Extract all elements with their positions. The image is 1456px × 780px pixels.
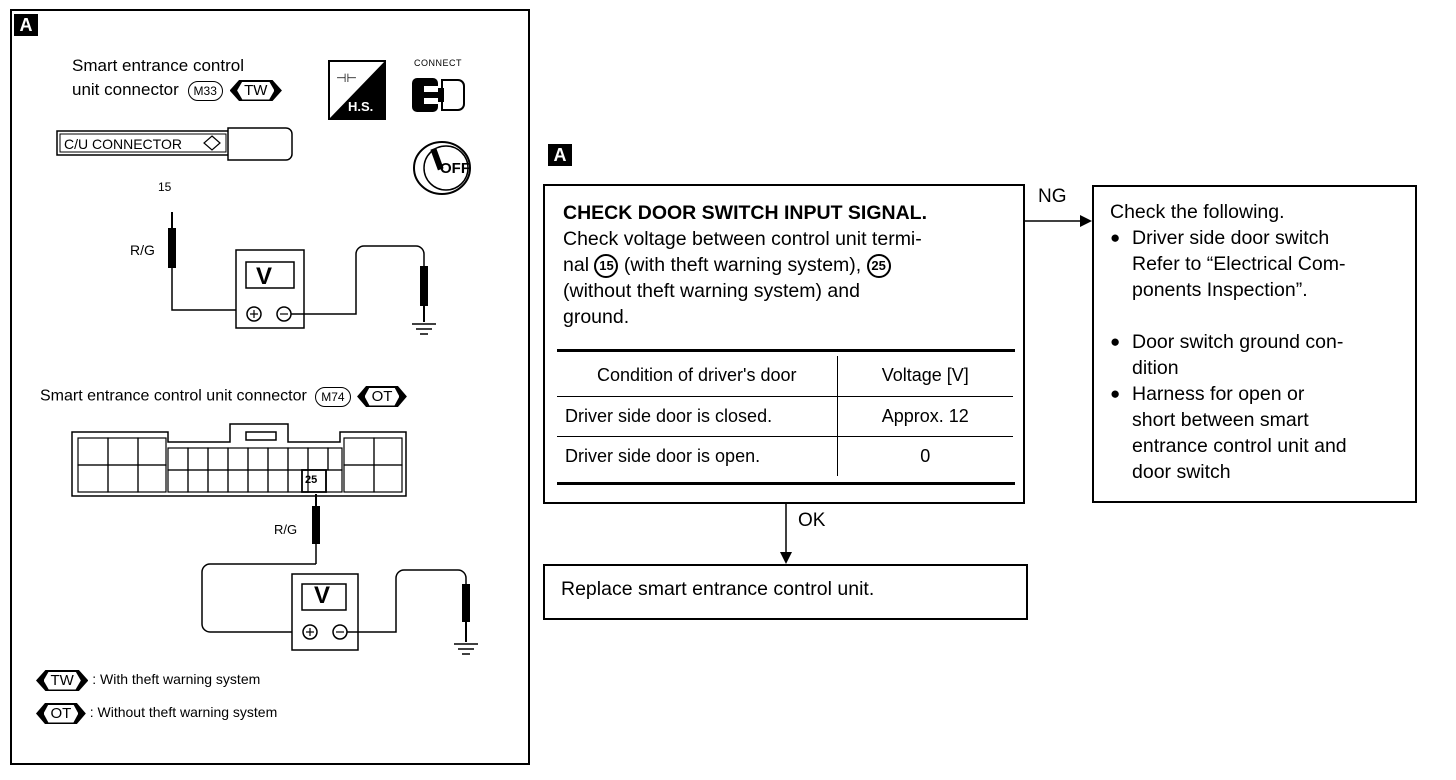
table-cell-condition: Driver side door is closed. <box>557 395 838 436</box>
list-item-line: short between smart <box>1132 409 1309 431</box>
ng-arrow <box>1024 215 1092 227</box>
ok-result-text: Replace smart entrance control unit. <box>561 578 875 600</box>
disconnect-connector-icon <box>412 78 465 112</box>
bottom-connector-label: Smart entrance control unit connector M7… <box>40 386 407 407</box>
list-item-line: entrance control unit and <box>1132 435 1347 457</box>
table-header-voltage: Voltage [V] <box>881 365 969 386</box>
svg-text:⊣⊢: ⊣⊢ <box>336 71 357 85</box>
list-item: Driver side door switch Refer to “Electr… <box>1110 225 1410 303</box>
list-item-line: ponents Inspection”. <box>1132 279 1308 301</box>
bottom-voltmeter-circuit <box>201 494 478 655</box>
connect-label: CONNECT <box>414 58 462 68</box>
legend-ot-text: : Without theft warning system <box>89 704 278 721</box>
ok-result-box: Replace smart entrance control unit. <box>543 564 1028 620</box>
check-step-box: CHECK DOOR SWITCH INPUT SIGNAL. Check vo… <box>543 184 1025 504</box>
top-connector-label-line1: Smart entrance control <box>72 56 244 75</box>
list-item-line: door switch <box>1132 461 1231 483</box>
table-row: Driver side door is open. 0 <box>557 435 1013 476</box>
bottom-meter-v-label: V <box>314 582 331 609</box>
wire-color-top: R/G <box>130 242 155 258</box>
table-top-rule <box>557 349 1015 352</box>
harness-side-icon: ⊣⊢ <box>328 60 386 120</box>
ot-tag-text: OT <box>364 387 400 406</box>
step-body-line2: nal 15 (with theft warning system), 25 <box>563 252 1013 278</box>
terminal-25-badge: 25 <box>866 253 891 278</box>
cu-connector-diagram <box>56 127 293 161</box>
list-item-line: Driver side door switch <box>1132 227 1330 249</box>
illustration-panel <box>10 9 530 765</box>
table-cell-voltage: Approx. 12 <box>837 395 1013 436</box>
ignition-off-label: OFF <box>440 160 470 177</box>
legend-ot-tag: OT <box>36 703 86 724</box>
ng-checklist: Driver side door switch Refer to “Electr… <box>1110 225 1410 485</box>
step-body-line3: (without theft warning system) and <box>563 280 860 302</box>
table-cell-condition: Driver side door is open. <box>557 435 838 476</box>
table-header-row: Condition of driver's door Voltage [V] <box>557 356 1013 396</box>
list-item: Harness for open or short between smart … <box>1110 381 1410 485</box>
legend-tw-tag: TW <box>36 670 89 691</box>
connector-code-m74: M74 <box>315 386 351 407</box>
list-item-line: dition <box>1132 357 1179 379</box>
hs-label: H.S. <box>348 99 374 114</box>
table-row: Driver side door is closed. Approx. 12 <box>557 395 1013 436</box>
ok-arrow <box>780 504 792 564</box>
step-body-line2-b: (with theft warning system), <box>623 254 862 276</box>
table-header-condition: Condition of driver's door <box>557 356 838 396</box>
bottom-connector-label-text: Smart entrance control unit connector <box>40 387 307 405</box>
ng-intro: Check the following. <box>1110 201 1285 223</box>
step-body: Check voltage between control unit termi… <box>563 226 1013 330</box>
top-connector-label-text: unit connector <box>72 80 179 99</box>
table-bottom-rule <box>557 482 1015 485</box>
ng-label: NG <box>1038 186 1067 207</box>
step-body-line1: Check voltage between control unit termi… <box>563 228 922 250</box>
ignition-off-icon <box>413 141 471 195</box>
terminal-15-badge: 15 <box>594 253 619 278</box>
wire-color-bottom: R/G <box>274 522 298 537</box>
ot-tag: OT <box>357 386 407 407</box>
legend-item-ot: OT : Without theft warning system <box>36 703 277 724</box>
bottom-connector-face <box>71 423 407 497</box>
tw-tag: TW <box>229 80 282 102</box>
table-cell-voltage: 0 <box>837 435 1013 476</box>
list-item-line: Door switch ground con- <box>1132 331 1344 353</box>
step-body-line2-a: nal <box>563 254 590 276</box>
flow-tag: A <box>548 144 572 166</box>
legend-tw-tag-text: TW <box>43 671 81 690</box>
panel-tag: A <box>14 14 38 36</box>
step-body-line4: ground. <box>563 306 630 328</box>
ok-label: OK <box>798 510 826 531</box>
cu-connector-label: C/U CONNECTOR <box>64 136 182 152</box>
ng-result-content: Check the following. Driver side door sw… <box>1110 199 1410 485</box>
condition-table: Condition of driver's door Voltage [V] D… <box>557 356 1013 476</box>
terminal-15-label: 15 <box>158 180 172 194</box>
tw-tag-text: TW <box>237 81 275 100</box>
top-voltmeter-circuit <box>168 212 436 335</box>
connector-code-m33: M33 <box>187 80 223 101</box>
terminal-25-label: 25 <box>305 474 318 486</box>
list-item-line: Harness for open or <box>1132 383 1305 405</box>
legend-item-tw: TW : With theft warning system <box>36 670 260 691</box>
ng-result-box: Check the following. Driver side door sw… <box>1092 185 1417 503</box>
list-item: Door switch ground con- dition <box>1110 329 1410 381</box>
top-meter-v-label: V <box>256 263 273 290</box>
list-item-line: Refer to “Electrical Com- <box>1132 253 1346 275</box>
legend-ot-tag-text: OT <box>43 704 79 723</box>
legend-tw-text: : With theft warning system <box>92 671 261 688</box>
step-title: CHECK DOOR SWITCH INPUT SIGNAL. <box>563 202 927 224</box>
top-connector-label-line2: unit connector M33 TW <box>72 80 282 102</box>
